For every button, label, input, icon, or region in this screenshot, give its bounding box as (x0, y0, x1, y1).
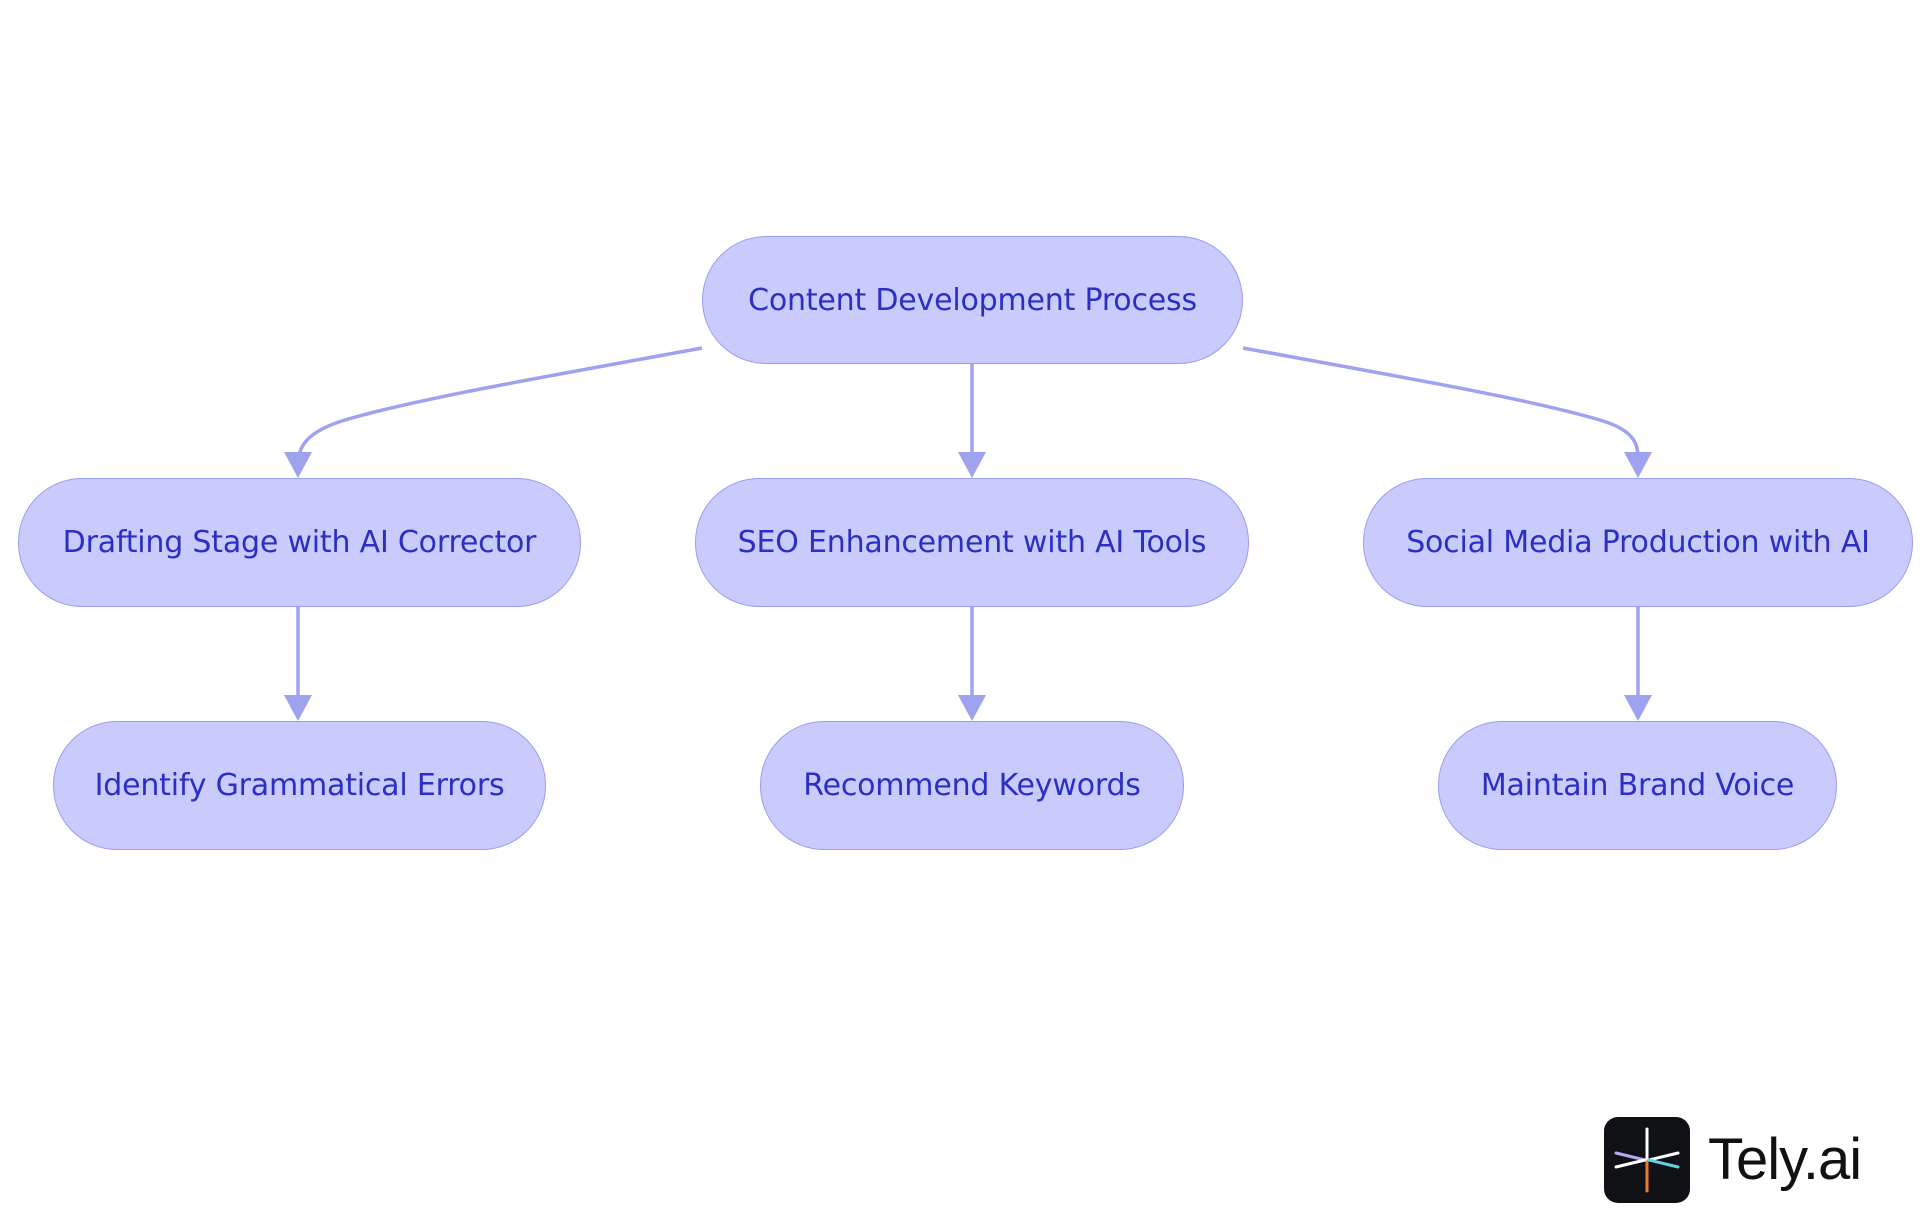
node-social-media-production: Social Media Production with AI (1363, 478, 1913, 607)
arrowhead-drafting (284, 452, 312, 478)
node-identify-grammatical-errors: Identify Grammatical Errors (53, 721, 546, 850)
node-recommend-keywords: Recommend Keywords (760, 721, 1184, 850)
edge-root-to-drafting (296, 346, 703, 466)
node-content-development-process: Content Development Process (702, 236, 1243, 364)
brand-name: Tely.ai (1708, 1127, 1862, 1192)
node-seo-enhancement: SEO Enhancement with AI Tools (695, 478, 1249, 607)
arrowhead-grammar (284, 695, 312, 721)
arrowhead-brand (1624, 695, 1652, 721)
tely-logo-icon (1604, 1117, 1690, 1203)
node-maintain-brand-voice: Maintain Brand Voice (1438, 721, 1837, 850)
edge-root-to-social (1242, 346, 1640, 466)
arrowhead-seo (958, 452, 986, 478)
brand-logo: Tely.ai (1604, 1117, 1894, 1205)
arrowhead-social (1624, 452, 1652, 478)
arrowhead-keywords (958, 695, 986, 721)
node-drafting-stage: Drafting Stage with AI Corrector (18, 478, 581, 607)
